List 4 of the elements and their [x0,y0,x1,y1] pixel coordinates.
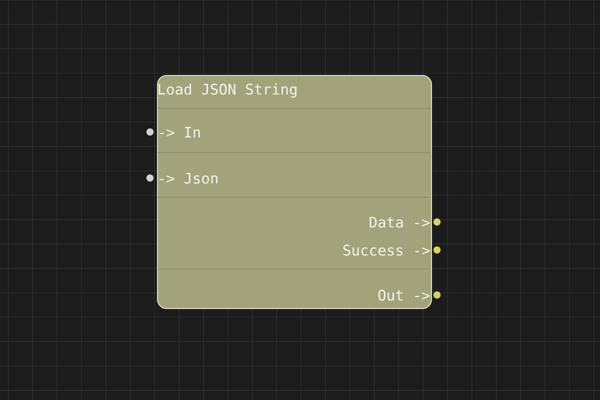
port-label: -> In [160,126,200,138]
port-label: Out -> [378,290,430,301]
port-label: Data -> Success -> [343,216,430,256]
port-label: -> Json [160,172,218,184]
